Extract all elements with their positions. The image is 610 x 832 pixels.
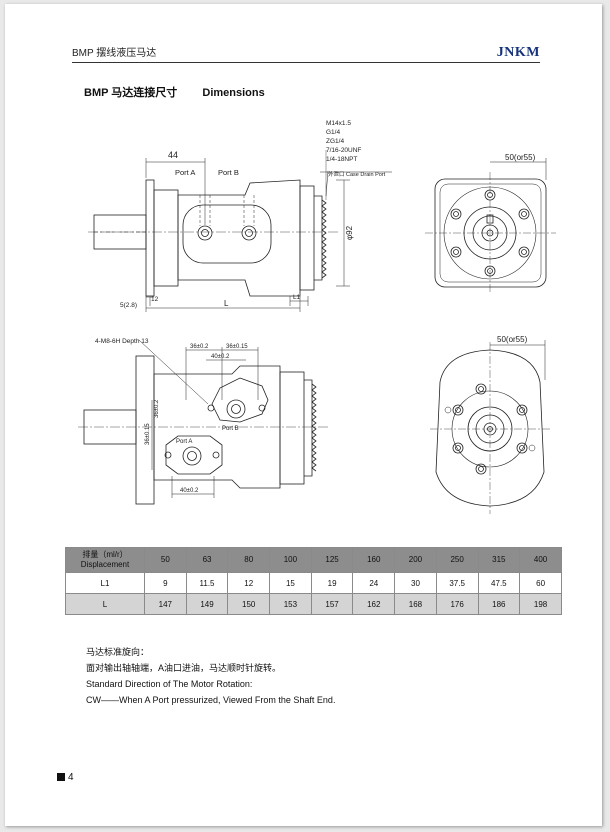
section-title: BMP 马达连接尺寸 Dimensions [84, 84, 265, 100]
note-line-4: CW——When A Port pressurized, Viewed From… [86, 695, 336, 705]
motor-side-view-top [88, 179, 340, 297]
table-row-label: L1 [65, 572, 145, 594]
port-b-small-label: Port B [222, 426, 239, 432]
note-line-2: 面对输出轴轴端，A油口进油，马达顺时针旋转。 [86, 663, 282, 673]
port-b-label: Port B [218, 168, 239, 177]
table-header-cell: 63 [185, 547, 229, 573]
depth-note: 4-M8-6H Depth 13 [95, 338, 149, 345]
note-line-3: Standard Direction of The Motor Rotation… [86, 679, 253, 689]
dim-12: 12 [151, 296, 159, 303]
displacement-table: 排量（ml/r） Displacement 50 63 80 100 125 1… [65, 547, 562, 615]
thread-spec-4: 7/16-20UNF [326, 147, 361, 154]
page-footer: 4 [57, 772, 74, 783]
table-cell: 153 [269, 593, 312, 615]
brand-logo: JNKM [496, 45, 540, 60]
dim-5: 5(2.8) [120, 302, 137, 309]
dim-36-b: 36±0.15 [226, 344, 248, 350]
port-a-label: Port A [175, 168, 195, 177]
dim-36-a: 36±0.2 [190, 344, 209, 350]
dim-50-top: 50(or55) [505, 153, 536, 162]
table-cell: 9 [144, 572, 187, 594]
dim-40-b: 40±0.2 [180, 488, 199, 494]
thread-spec-1: M14x1.5 [326, 120, 351, 127]
thread-spec-2: G1/4 [326, 129, 340, 136]
document-page [5, 4, 602, 826]
header-product-label: BMP 摆线液压马达 [72, 48, 157, 59]
table-cell: 150 [227, 593, 271, 615]
note-line-1: 马达标准旋向： [86, 647, 150, 657]
table-cell: 168 [394, 593, 437, 615]
table-cell: 37.5 [435, 572, 479, 594]
dim-50-bottom: 50(or55) [497, 335, 528, 344]
table-cell: 198 [519, 593, 562, 615]
page-marker-icon [57, 773, 65, 781]
port-a-small-label: Port A [176, 439, 192, 445]
table-cell: 47.5 [477, 572, 521, 594]
page-header: BMP 摆线液压马达 JNKM [72, 42, 540, 63]
table-row: L1 9 11.5 12 15 19 24 30 37.5 47.5 60 [65, 572, 562, 594]
motor-front-view-top [425, 172, 556, 294]
dim-36-vertical: 36±0.15 [145, 423, 151, 445]
table-cell: 176 [435, 593, 479, 615]
table-cell: 60 [519, 572, 562, 594]
dim-diameter-92: φ92 [345, 225, 354, 240]
motor-front-view-bottom [430, 342, 552, 514]
table-header-cell: 400 [519, 547, 562, 573]
table-header-cell: 250 [435, 547, 479, 573]
dim-36-vertical-2: 36±0.2 [154, 399, 160, 418]
technical-drawing: 44 Port A Port B M14x1.5 G1/4 ZG1/4 7/16… [78, 120, 556, 514]
table-header-cell: 80 [227, 547, 271, 573]
table-header-cell: 125 [310, 547, 354, 573]
table-header-cell: 排量（ml/r） Displacement [65, 547, 145, 573]
rotation-notes: 马达标准旋向： 面对输出轴轴端，A油口进油，马达顺时针旋转。 Standard … [86, 644, 335, 708]
table-cell: 19 [310, 572, 354, 594]
thread-spec-3: ZG1/4 [326, 138, 344, 145]
table-cell: 149 [185, 593, 229, 615]
table-cell: 12 [227, 572, 271, 594]
table-header-cell: 200 [394, 547, 437, 573]
dim-44: 44 [168, 150, 178, 160]
table-header-cell: 160 [352, 547, 396, 573]
table-cell: 186 [477, 593, 521, 615]
dim-L1: L1 [293, 294, 301, 301]
section-title-cn: BMP 马达连接尺寸 [84, 87, 178, 99]
table-cell: 30 [394, 572, 437, 594]
table-header-row: 排量（ml/r） Displacement 50 63 80 100 125 1… [65, 547, 562, 573]
table-cell: 24 [352, 572, 396, 594]
table-cell: 157 [310, 593, 354, 615]
section-title-en: Dimensions [202, 87, 265, 99]
page-number: 4 [68, 772, 74, 783]
table-header-cell: 315 [477, 547, 521, 573]
case-drain-label: 外泄口 Case Drain Port [328, 170, 386, 178]
table-row: L 147 149 150 153 157 162 168 176 186 19… [65, 593, 562, 615]
dim-L: L [224, 299, 229, 308]
motor-side-view-bottom [78, 355, 330, 505]
dim-40-a: 40±0.2 [211, 354, 230, 360]
thread-spec-5: 1/4-18NPT [326, 156, 357, 163]
table-header-cell: 100 [269, 547, 312, 573]
table-cell: 147 [144, 593, 187, 615]
table-header-cell: 50 [144, 547, 187, 573]
table-cell: 15 [269, 572, 312, 594]
table-cell: 162 [352, 593, 396, 615]
table-cell: 11.5 [185, 572, 229, 594]
table-row-label: L [65, 593, 145, 615]
